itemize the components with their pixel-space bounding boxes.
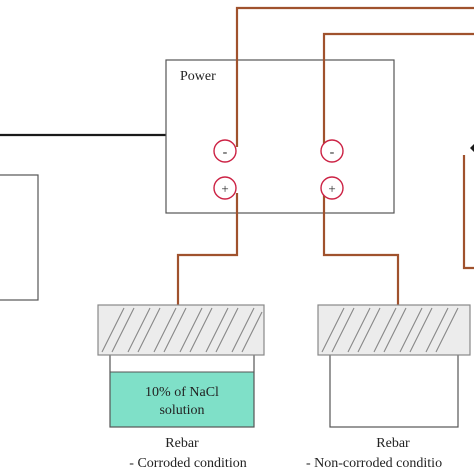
- arrow-icon: [470, 144, 474, 152]
- wire-corroded-rebar: [176, 193, 239, 305]
- rebar-corroded: [97, 304, 265, 356]
- terminal-left-positive-sign: +: [221, 181, 228, 196]
- power-supply-box: [165, 59, 395, 214]
- rebar-noncorroded-condition: - Non-corroded conditio: [306, 456, 442, 471]
- wire-top-inner: [322, 32, 474, 147]
- rebar-noncorroded: [317, 304, 471, 356]
- solution-label-line1: 10% of NaCl: [145, 385, 219, 400]
- wire-top-outer: [235, 6, 474, 147]
- terminal-right-positive: +: [320, 176, 344, 200]
- terminal-left-negative: -: [213, 139, 237, 163]
- solution-label-line2: solution: [159, 403, 204, 418]
- left-partial-box: [0, 174, 39, 301]
- copper-wires: [176, 6, 474, 305]
- rebar-corroded-title: Rebar: [165, 436, 199, 451]
- terminal-right-negative-sign: -: [330, 145, 335, 160]
- wire-right-return: [462, 155, 474, 270]
- rebar-corroded-condition: - Corroded condition: [129, 456, 246, 471]
- terminal-right-positive-sign: +: [328, 181, 335, 196]
- power-label: Power: [180, 69, 216, 84]
- terminal-left-positive: +: [213, 176, 237, 200]
- rebar-noncorroded-title: Rebar: [376, 436, 410, 451]
- terminal-left-negative-sign: -: [223, 145, 228, 160]
- wire-noncorroded-rebar: [322, 193, 400, 305]
- terminal-right-negative: -: [320, 139, 344, 163]
